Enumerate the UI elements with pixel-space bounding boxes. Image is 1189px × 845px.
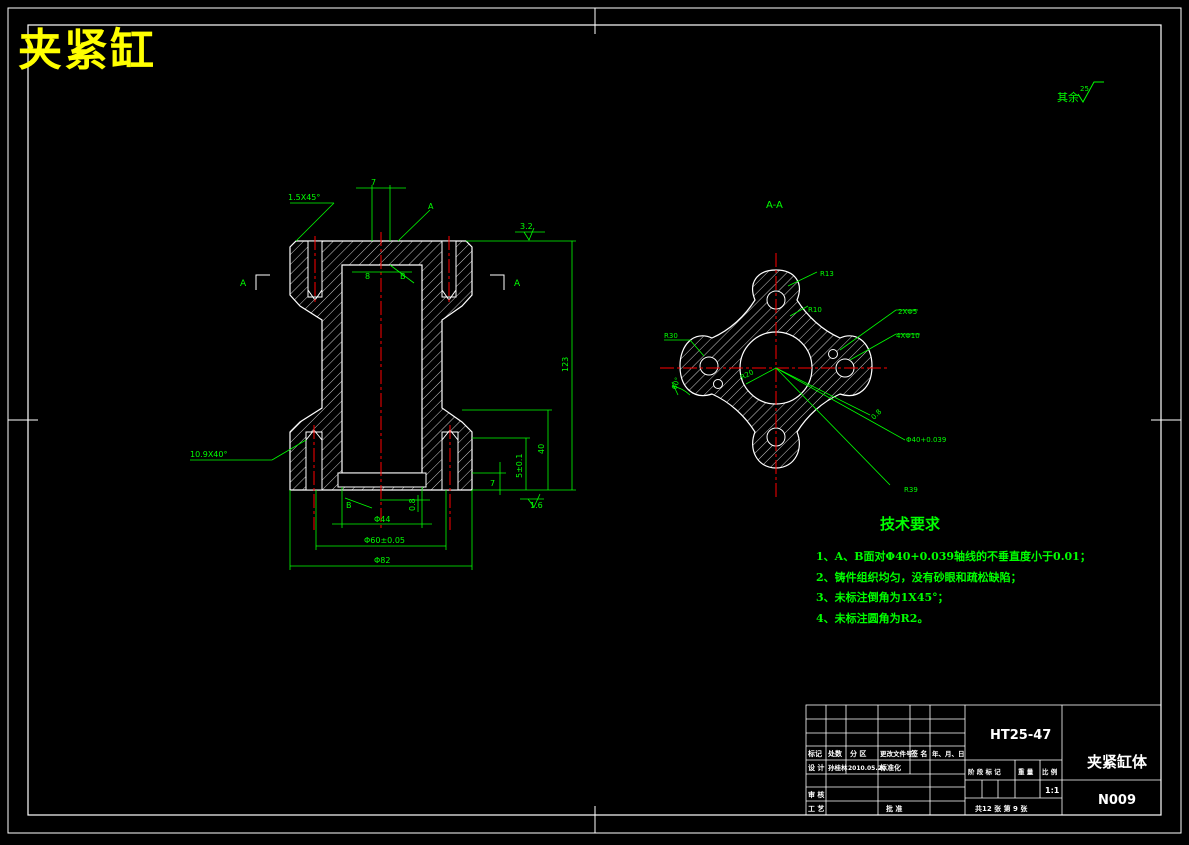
dim-inner-width: 8 [365,272,370,281]
section-view-label: A-A [766,200,783,211]
header-date: 年、月、日 [932,749,965,758]
front-dimensions [190,185,576,570]
front-centerlines [313,232,451,530]
dim-tol-depth: 5±0.1 [515,453,524,478]
dim-r20: R20 [739,368,755,382]
dim-bore-depth: 7 [490,479,495,488]
dim-groove: 0.8 [408,498,417,511]
tech-requirement-1: 1、A、B面对Φ40+0.039轴线的不垂直度小于0.01； [816,550,1091,563]
centering-marks [8,8,1181,833]
tech-requirement-2: 2、铸件组织均匀，没有砂眼和疏松缺陷； [816,571,1022,584]
tech-requirement-4: 4、未标注圆角为R2。 [816,612,929,625]
aa-section-view: A-A [660,200,946,498]
dim-overall-height: 123 [561,357,570,372]
title-block-drawing-no: N009 [1098,793,1136,808]
dim-bottom-roughness: 1.6 [530,501,543,510]
header-mark: 标记 [807,749,822,758]
title-block-material: HT25-47 [990,728,1051,743]
surface-note: 其余 25 [1057,81,1104,104]
section-marker-left: A [240,279,247,289]
dim-chamfer-top: 1.5X45° [288,193,320,202]
title-block [805,704,1162,816]
dim-roughness-top: 3.2 [520,222,533,231]
dim-chamfer: 0.8 [870,408,884,422]
dim-bore: Φ40+0.039 [906,436,946,444]
dim-bore-dia: Φ44 [374,515,390,524]
surface-note-text: 其余 [1057,90,1079,104]
dim-bottom-b: B [346,501,352,510]
scale-label: 比 例 [1042,767,1058,776]
dim-r39: R39 [904,486,918,494]
weight-label: 重 量 [1018,767,1034,776]
title-block-scale: 1:1 [1045,786,1060,795]
dim-lower-height: 40 [537,444,546,454]
dim-thread-note: 10.9X40° [190,450,227,459]
stage-label: 阶 段 标 记 [968,767,1001,776]
review-label: 审 核 [808,790,824,799]
header-count: 处数 [827,749,843,758]
aa-centerlines [660,253,890,498]
front-section-view: 1.5X45° 7 A 3.2 8 B 123 40 5±0.1 7 10.9X… [190,178,576,570]
approve-label: 批 准 [886,804,902,813]
header-change-doc: 更改文件号 [880,749,913,758]
design-label: 设 计 [808,763,824,772]
sheet-border [7,7,1182,834]
dim-mid-dia: Φ60±0.05 [364,536,405,545]
aa-leaders [664,271,920,486]
design-date: 2010.05.20 [848,765,886,772]
dim-r10: R10 [808,306,822,314]
dim-r30: R30 [664,332,678,340]
dim-angle: 60° [670,376,682,390]
dim-bolt-holes: 4XΦ10 [896,332,920,340]
tech-requirement-3: 3、未标注倒角为1X45°； [816,591,949,604]
section-marker-right: A [514,279,521,289]
process-label: 工 艺 [808,804,824,813]
dim-top-width: 7 [371,178,376,187]
header-zone: 分 区 [850,749,866,758]
bore-recess [337,472,427,488]
designer-name: 孙桂林 [828,763,848,772]
datum-b-label: B [400,272,406,281]
dim-pin-holes: 2XΦ5 [898,308,917,316]
standard-label: 标准化 [879,763,901,772]
tech-requirements-title: 技术要求 [880,515,941,533]
header-sign: 签 名 [910,749,927,758]
datum-a-label: A [428,202,434,211]
drawing-frame [27,24,1162,816]
drawing-title: 夹紧缸 [18,25,156,76]
dim-outer-dia: Φ82 [374,556,390,565]
sheets-label: 共12 张 第 9 张 [975,804,1028,813]
surface-note-roughness: 25 [1080,85,1089,93]
title-block-part-name: 夹紧缸体 [1087,753,1148,771]
dim-r13: R13 [820,270,834,278]
